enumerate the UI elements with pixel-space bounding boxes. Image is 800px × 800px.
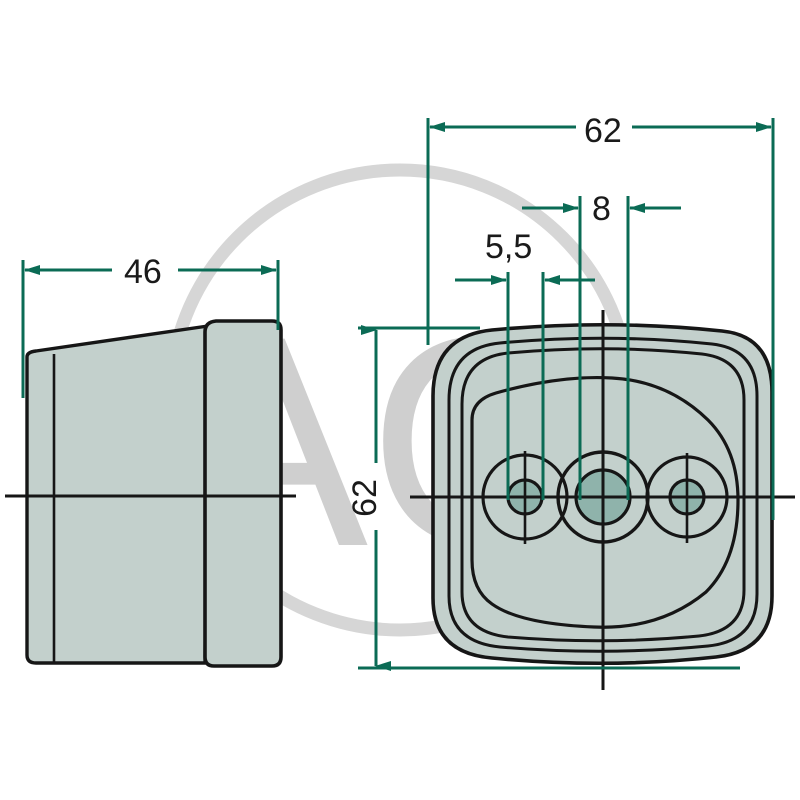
front-view-lens-panel xyxy=(470,376,740,629)
dim-46-label: 46 xyxy=(124,253,162,291)
dimension-62-width: 62 xyxy=(426,112,775,520)
dimension-62-height: 62 xyxy=(346,325,740,671)
front-view xyxy=(410,310,795,690)
front-view-contour-3 xyxy=(460,347,746,643)
dim-62w-label: 62 xyxy=(584,112,622,150)
dimension-46: 46 xyxy=(21,253,280,398)
side-view xyxy=(5,319,296,668)
dimension-5-5: 5,5 xyxy=(455,228,595,500)
dim-55-label: 5,5 xyxy=(485,228,532,266)
dimension-8: 8 xyxy=(522,190,681,500)
dim-8-label: 8 xyxy=(592,190,611,228)
front-view-contour-2 xyxy=(447,336,759,653)
side-view-flange xyxy=(203,319,283,668)
dim-62h-label: 62 xyxy=(346,479,384,517)
